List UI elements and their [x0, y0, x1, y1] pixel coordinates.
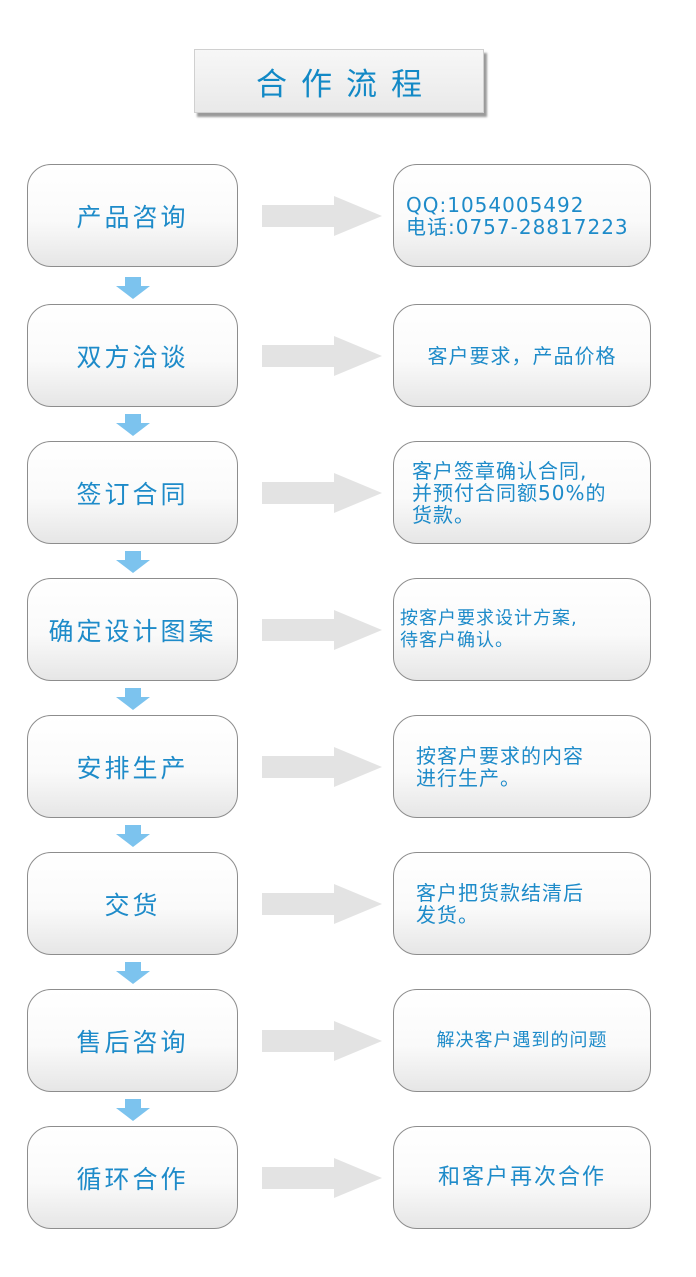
step-box-1: 产品咨询 — [27, 164, 238, 267]
arrow-down-icon — [116, 688, 150, 710]
step-box-2: 双方洽谈 — [27, 304, 238, 407]
arrow-down-icon — [116, 962, 150, 984]
desc-text-2: 客户要求，产品价格 — [427, 343, 617, 368]
desc-text-1: QQ:1054005492 电话:0757-28817223 — [406, 192, 629, 239]
desc-text-3: 客户签章确认合同, 并预付合同额50%的 货款。 — [412, 458, 607, 527]
desc-box-8: 和客户再次合作 — [393, 1126, 651, 1229]
arrow-down-icon — [116, 551, 150, 573]
desc-box-6: 客户把货款结清后 发货。 — [393, 852, 651, 955]
step-label-7: 售后咨询 — [76, 1027, 189, 1057]
arrow-down-icon — [116, 1099, 150, 1121]
arrow-down-icon — [116, 414, 150, 436]
step-label-5: 安排生产 — [76, 753, 189, 783]
step-label-3: 签订合同 — [76, 479, 189, 509]
step-label-8: 循环合作 — [76, 1164, 189, 1194]
step-box-5: 安排生产 — [27, 715, 238, 818]
desc-text-8: 和客户再次合作 — [437, 1164, 606, 1190]
arrow-down-icon — [116, 277, 150, 299]
desc-box-2: 客户要求，产品价格 — [393, 304, 651, 407]
step-label-2: 双方洽谈 — [76, 342, 189, 372]
step-box-4: 确定设计图案 — [27, 578, 238, 681]
arrow-right-icon — [262, 1021, 382, 1061]
arrow-right-icon — [262, 1158, 382, 1198]
arrow-right-icon — [262, 196, 382, 236]
desc-text-4: 按客户要求设计方案, 待客户确认。 — [400, 607, 578, 651]
arrow-right-icon — [262, 747, 382, 787]
step-box-8: 循环合作 — [27, 1126, 238, 1229]
desc-box-5: 按客户要求的内容 进行生产。 — [393, 715, 651, 818]
arrow-down-icon — [116, 825, 150, 847]
step-label-1: 产品咨询 — [76, 202, 189, 232]
step-box-6: 交货 — [27, 852, 238, 955]
step-label-4: 确定设计图案 — [48, 616, 217, 646]
desc-text-5: 按客户要求的内容 进行生产。 — [416, 743, 584, 790]
desc-text-7: 解决客户遇到的问题 — [436, 1029, 608, 1051]
page-title: 合作流程 — [256, 66, 436, 103]
arrow-right-icon — [262, 336, 382, 376]
arrow-right-icon — [262, 884, 382, 924]
desc-box-1: QQ:1054005492 电话:0757-28817223 — [393, 164, 651, 267]
step-box-3: 签订合同 — [27, 441, 238, 544]
desc-text-6: 客户把货款结清后 发货。 — [416, 880, 584, 927]
desc-box-3: 客户签章确认合同, 并预付合同额50%的 货款。 — [393, 441, 651, 544]
desc-box-7: 解决客户遇到的问题 — [393, 989, 651, 1092]
step-label-6: 交货 — [104, 890, 161, 920]
arrow-right-icon — [262, 473, 382, 513]
step-box-7: 售后咨询 — [27, 989, 238, 1092]
arrow-right-icon — [262, 610, 382, 650]
title-box: 合作流程 — [194, 49, 484, 113]
desc-box-4: 按客户要求设计方案, 待客户确认。 — [393, 578, 651, 681]
